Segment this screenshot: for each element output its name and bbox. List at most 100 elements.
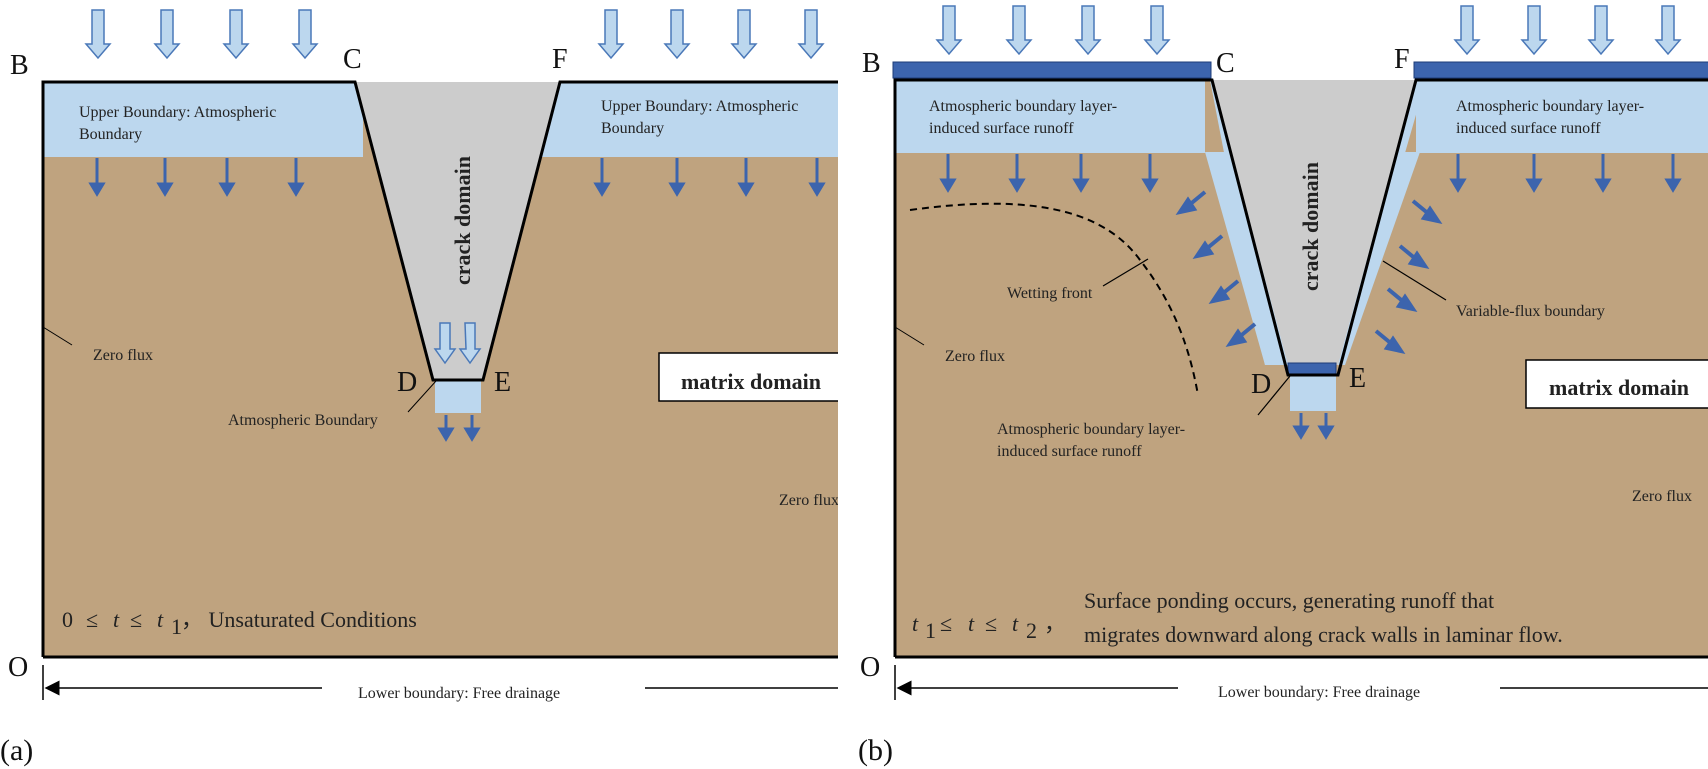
corner-c-label: C (1216, 48, 1235, 79)
arrow-head-icon (463, 427, 481, 442)
corner-b-label: B (862, 48, 881, 79)
arrow-head-icon (1664, 178, 1682, 193)
svg-text:1: 1 (171, 614, 182, 639)
upper-boundary-label-left-2: Boundary (79, 126, 142, 143)
hollow-arrow-icon (291, 9, 319, 60)
zero-flux-left-label: Zero flux (93, 347, 153, 364)
arrow-head-icon (1072, 178, 1090, 193)
crack-domain-shape (1212, 80, 1416, 365)
arrow-head-icon (593, 182, 611, 197)
bottom-runoff-leader (1257, 375, 1291, 416)
domain-outline (893, 78, 1708, 657)
seepage-arrows (939, 154, 1682, 440)
wetting-front-curve (909, 202, 1199, 396)
zero-flux-leader-a (42, 326, 73, 346)
hollow-arrow-icon (597, 9, 625, 60)
runoff-band-right (1416, 80, 1708, 153)
arrow-head-icon (1420, 205, 1443, 224)
hollow-arrow-icon (935, 5, 963, 56)
upper-boundary-label-left-1: Upper Boundary: Atmospheric (79, 104, 276, 121)
ponding-strip-left (892, 61, 1212, 79)
panel-a: matrix domain B C F D E O Upper Boundary… (0, 9, 839, 767)
matrix-domain-box (1525, 359, 1708, 409)
matrix-domain-label: matrix domain (1549, 375, 1689, 400)
bottom-runoff-label-1: Atmospheric boundary layer- (997, 421, 1185, 438)
infiltration-arrows-top (84, 9, 825, 365)
variable-flux-leader (1382, 260, 1447, 301)
ponding-strip-right (1413, 61, 1708, 79)
arrow-head-icon (88, 182, 106, 197)
crack-bottom-boundary-label: Atmospheric Boundary (228, 412, 378, 429)
arrow-head-icon (1175, 196, 1198, 215)
arrow-head-icon (668, 182, 686, 197)
arrow-head-icon (1225, 328, 1248, 347)
zero-flux-right-label: Zero flux (779, 492, 839, 509)
arrow-head-icon (939, 178, 957, 193)
lateral-seepage-arrows (1175, 190, 1443, 354)
svg-text:0: 0 (62, 607, 73, 632)
zero-flux-left-label: Zero flux (945, 348, 1005, 365)
wetting-front-leader (1102, 258, 1149, 287)
svg-text:t: t (968, 611, 975, 636)
arrow-head-icon (1008, 178, 1026, 193)
corner-o-label: O (860, 652, 880, 683)
corner-o-label: O (8, 652, 28, 683)
runoff-right-label-1: Atmospheric boundary layer- (1456, 98, 1644, 115)
svg-text:， Unsaturated Conditions: ， Unsaturated Conditions (181, 607, 417, 632)
arrow-head-icon (737, 182, 755, 197)
hollow-arrow-icon (1005, 5, 1033, 56)
corner-d-label: D (397, 367, 417, 398)
matrix-domain-box (658, 352, 838, 402)
arrow-head-icon (1208, 285, 1231, 304)
condition-b: t 1 ≤ t ≤ t 2 ， Surface ponding occurs, … (912, 588, 1563, 647)
corner-f-label: F (1394, 44, 1410, 75)
hollow-arrow-icon (222, 9, 250, 60)
svg-text:≤: ≤ (86, 607, 98, 632)
runoff-band-left (895, 80, 1205, 153)
crack-domain-shape (355, 82, 560, 380)
runoff-right-label-2: induced surface runoff (1456, 120, 1601, 137)
lower-boundary-label: Lower boundary: Free drainage (358, 685, 560, 702)
arrow-head-icon (287, 182, 305, 197)
hollow-arrow-icon (458, 322, 482, 365)
arrow-head-icon (1449, 178, 1467, 193)
hollow-arrow-icon (1587, 5, 1615, 56)
arrow-head-icon (218, 182, 236, 197)
svg-text:1: 1 (925, 618, 936, 643)
corner-e-label: E (494, 367, 511, 398)
arrow-head-icon (1407, 250, 1430, 269)
panel-a-label: (a) (0, 734, 33, 767)
zero-flux-leader-b (894, 326, 925, 346)
hollow-arrow-icon (730, 9, 758, 60)
runoff-left-label-1: Atmospheric boundary layer- (929, 98, 1117, 115)
domain-outline (41, 80, 838, 657)
arrow-head-icon (1525, 178, 1543, 193)
crack-domain-label: crack domain (450, 156, 475, 285)
hollow-arrow-icon (1520, 5, 1548, 56)
arrow-head-icon (1395, 293, 1418, 312)
crack-bottom-leader-a (407, 380, 437, 413)
arrow-head-icon (1192, 240, 1215, 259)
upper-boundary-band-right (542, 82, 838, 157)
hollow-arrow-icon (663, 9, 691, 60)
crack-bottom-block (435, 380, 481, 413)
corner-c-label: C (343, 44, 362, 75)
runoff-left-label-2: induced surface runoff (929, 120, 1074, 137)
wetting-front-label: Wetting front (1007, 285, 1093, 302)
svg-text:t: t (912, 611, 919, 636)
panel-b: matrix domain B C F D E O Atmospheric bo… (858, 5, 1708, 767)
arrow-head-icon (1292, 425, 1310, 440)
crack-domain-label: crack domain (1298, 162, 1323, 291)
variable-flux-label: Variable-flux boundary (1456, 303, 1605, 320)
zero-flux-right-label: Zero flux (1632, 488, 1692, 505)
crack-wall-film-left-wide (1205, 152, 1288, 365)
upper-boundary-label-right-1: Upper Boundary: Atmospheric (601, 98, 798, 115)
seepage-arrows (88, 158, 826, 442)
svg-text:≤: ≤ (985, 611, 997, 636)
svg-text:2: 2 (1026, 618, 1037, 643)
hollow-arrow-icon (433, 322, 457, 365)
svg-text:，: ， (1044, 611, 1066, 636)
upper-boundary-band-left (43, 82, 363, 157)
svg-text:≤: ≤ (130, 607, 142, 632)
matrix-domain-label: matrix domain (681, 369, 821, 394)
